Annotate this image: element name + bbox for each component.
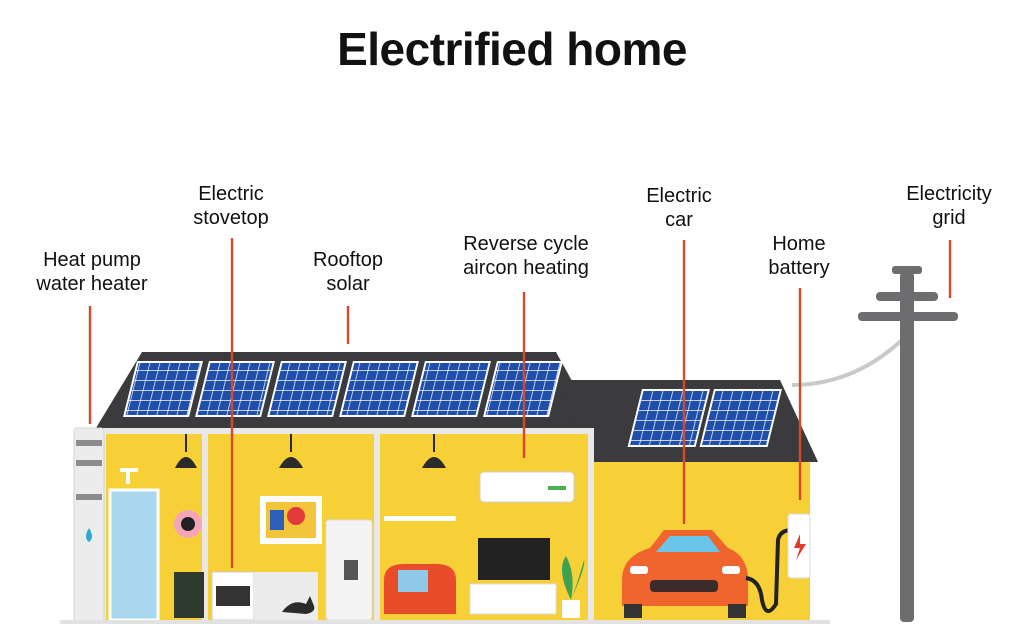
charging-cable	[745, 528, 793, 613]
television	[478, 538, 550, 580]
leader-lines	[88, 238, 952, 568]
electric-car	[622, 530, 748, 618]
water-drop-icon	[86, 528, 92, 542]
aircon-unit	[479, 471, 575, 503]
heat-pump-water-heater	[73, 427, 105, 623]
bathroom-cabinet	[174, 572, 204, 618]
cat	[282, 596, 315, 614]
utility-pole	[858, 266, 958, 622]
wall-shelf	[384, 516, 456, 521]
plant	[562, 556, 585, 618]
solar-panels-garage	[627, 389, 783, 447]
power-line-wire	[791, 328, 914, 387]
pendant-lamps	[175, 434, 446, 468]
ground	[60, 620, 830, 624]
tv-stand	[469, 583, 557, 615]
lightning-icon	[794, 534, 806, 560]
page-title: Electrified home	[337, 23, 687, 75]
shower-screen	[108, 488, 160, 622]
